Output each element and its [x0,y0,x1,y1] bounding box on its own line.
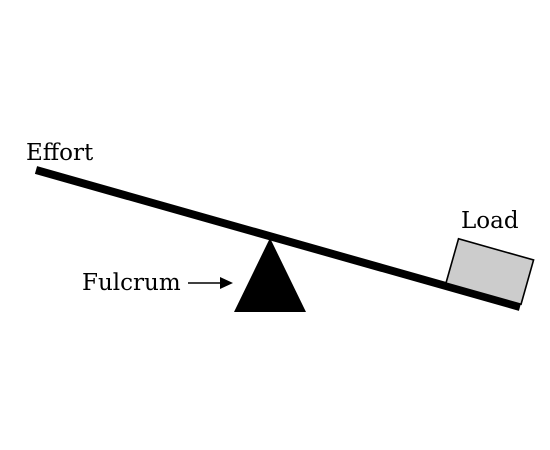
fulcrum-label: Fulcrum [82,270,181,296]
lever-bar [34,166,522,311]
load-label: Load [461,208,519,234]
load-box-icon [445,237,535,306]
effort-label: Effort [26,140,94,166]
arrow-right-icon [188,277,233,289]
fulcrum-triangle-icon [234,238,306,312]
